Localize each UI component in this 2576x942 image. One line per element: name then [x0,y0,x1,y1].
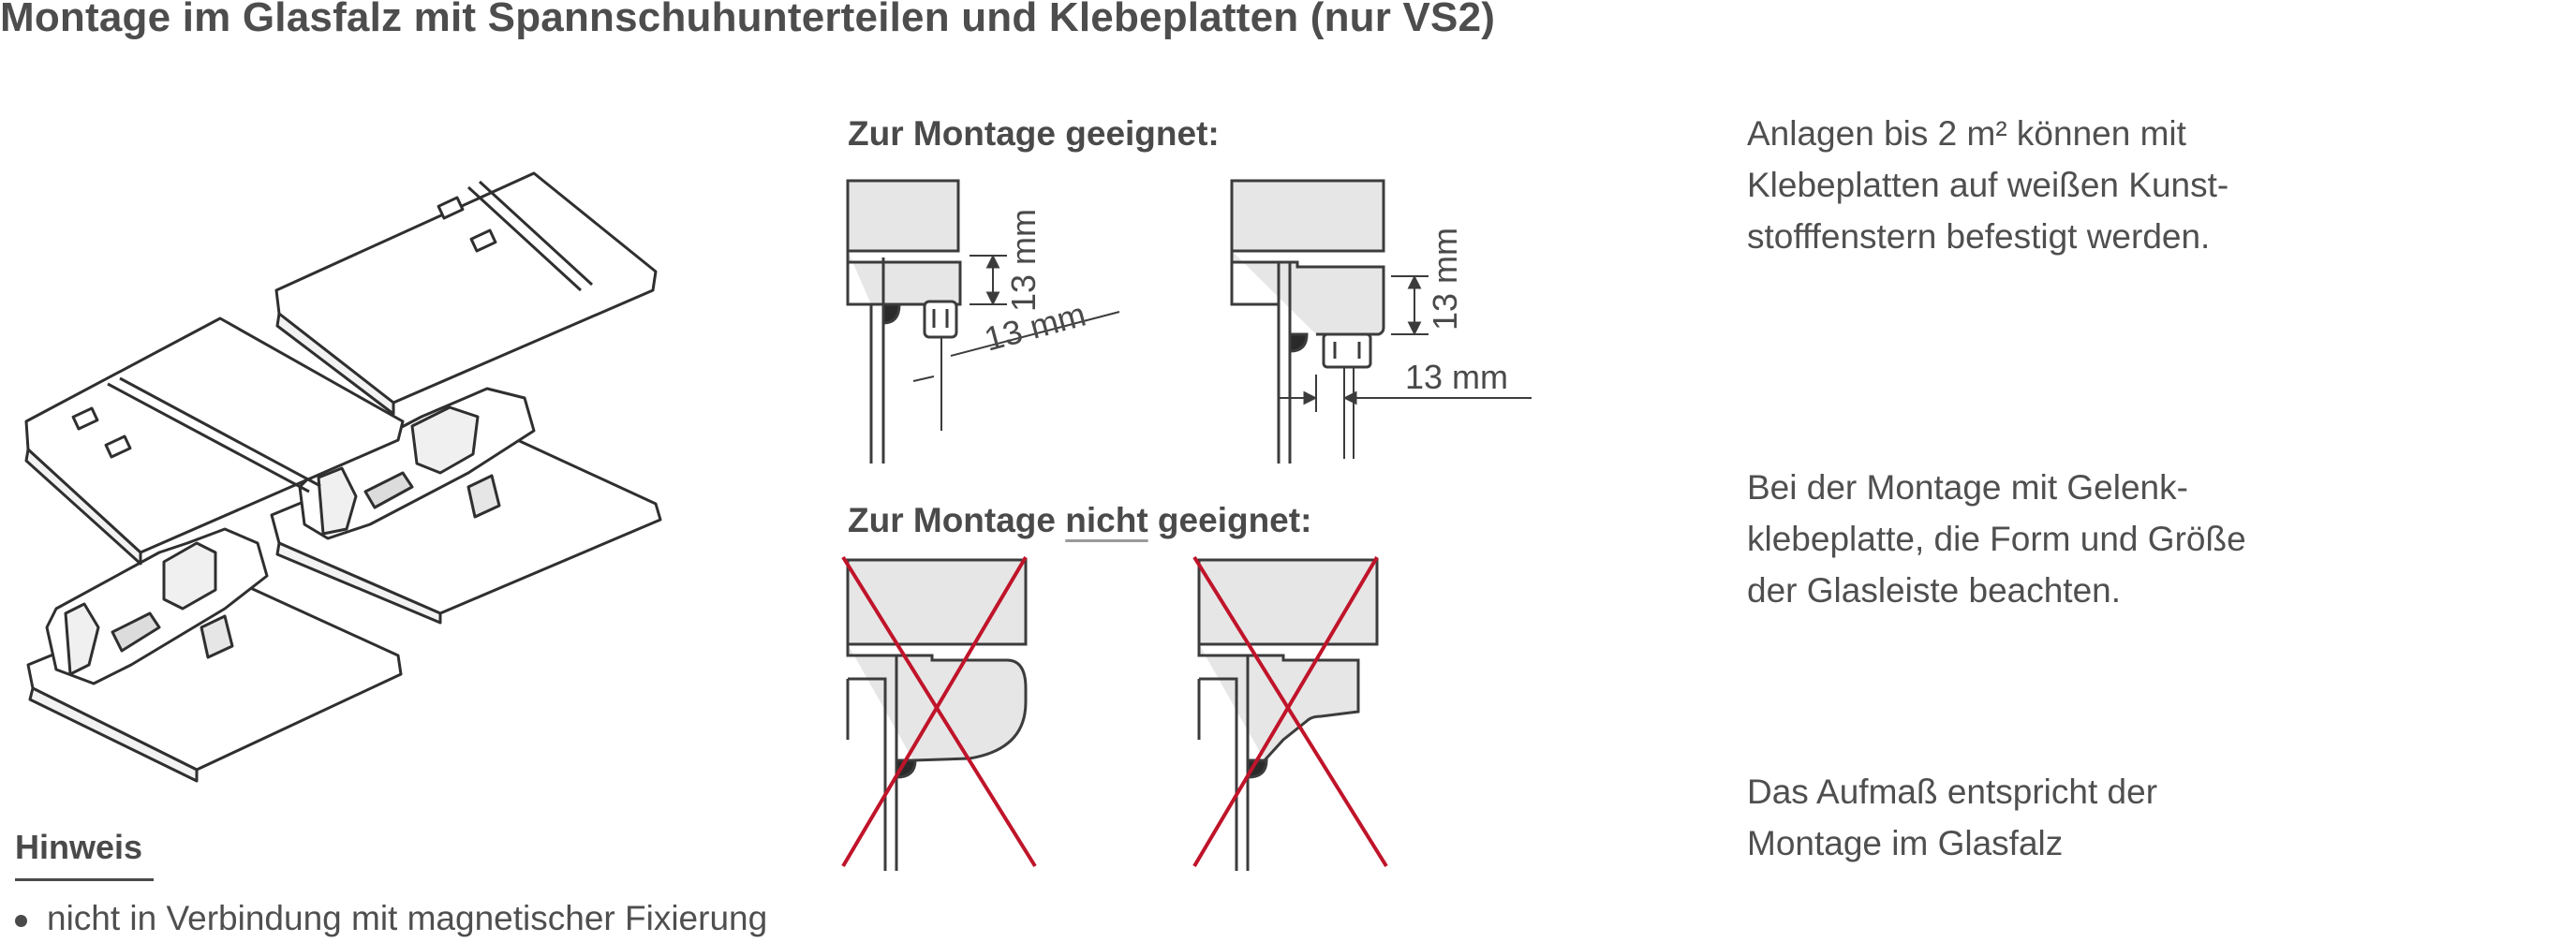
hinweis-underline [15,878,154,881]
isometric-product-illustration [24,171,662,783]
not-suitable-cross-icon [1192,555,1388,868]
note-hinge-plate: Bei der Montage mit Gelenk- klebeplatte,… [1747,462,2246,616]
note-line: der Glasleiste beachten. [1747,571,2122,610]
note-line: Montage im Glasfalz [1747,824,2064,862]
not-suitable-cross-icon [841,555,1037,868]
note-line: Bei der Montage mit Gelenk- [1747,468,2188,507]
unsuitable-heading-emphasis: nicht [1065,501,1148,539]
unsuitable-heading-prefix: Zur Montage [848,501,1066,539]
note-line: Anlagen bis 2 m² können mit [1747,114,2186,153]
note-measurement: Das Aufmaß entspricht der Montage im Gla… [1747,766,2157,869]
page-title: Montage im Glasfalz mit Spannschuhuntert… [0,0,1496,40]
bullet-icon [15,915,27,927]
dimension-diagram2-vertical: 13 mm [1426,228,1464,331]
hinweis-item-text: nicht in Verbindung mit magnetischer Fix… [47,899,768,937]
note-adhesive-plates: Anlagen bis 2 m² können mit Klebeplatten… [1747,108,2228,262]
suitable-heading: Zur Montage geeignet: [848,114,1220,153]
unsuitable-diagram-1 [841,555,1037,871]
note-line: Klebeplatten auf weißen Kunst- [1747,166,2229,204]
note-line: Das Aufmaß entspricht der [1747,773,2158,811]
hinweis-list: nicht in Verbindung mit magnetischer Fix… [15,899,767,938]
list-item: nicht in Verbindung mit magnetischer Fix… [15,899,767,938]
unsuitable-heading: Zur Montage nicht geeignet: [848,501,1311,540]
unsuitable-heading-suffix: geeignet: [1147,501,1312,539]
suitable-diagram-2: 13 mm 13 mm [1230,179,1532,464]
note-line: stofffenstern befestigt werden. [1747,217,2211,256]
hinweis-heading: Hinweis [15,828,143,866]
dimension-diagram1-vertical: 13 mm [1004,209,1043,312]
note-line: klebeplatte, die Form und Größe [1747,520,2246,558]
suitable-diagram-1: 13 mm 13 mm [846,179,1120,464]
unsuitable-diagram-2 [1192,555,1388,871]
dimension-diagram2-horizontal: 13 mm [1405,358,1508,396]
